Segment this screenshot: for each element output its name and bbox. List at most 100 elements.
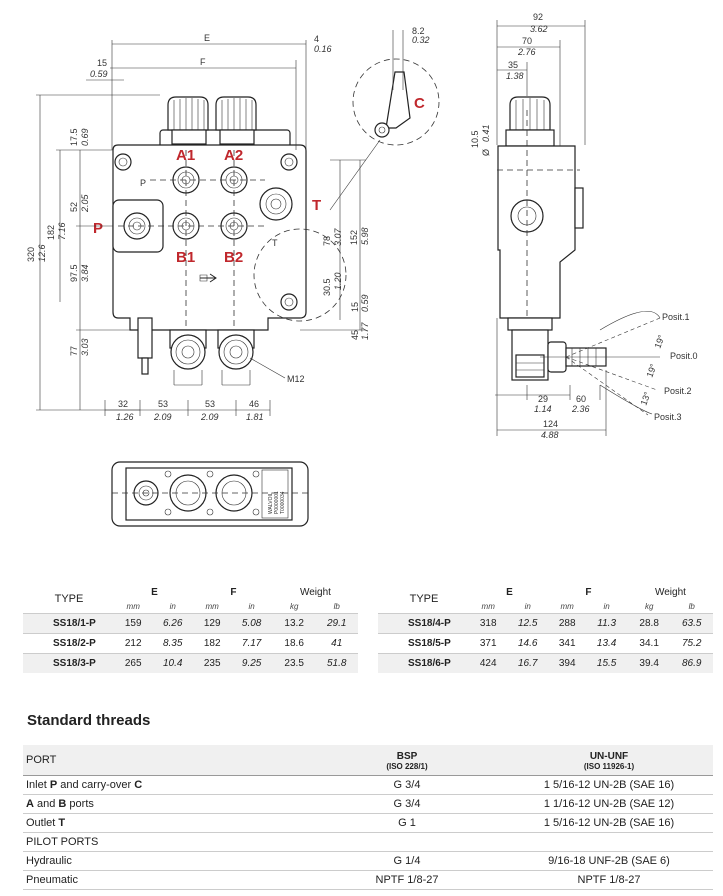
th-type: TYPE xyxy=(378,585,470,614)
cell: 129 xyxy=(193,613,231,634)
dim-1-26: 1.26 xyxy=(116,412,134,422)
table-row: Pneumatic NPTF 1/8-27 NPTF 1/8-27 xyxy=(23,870,713,890)
cell: 29.1 xyxy=(315,613,358,634)
port-text: Inlet xyxy=(26,779,50,791)
th-un-label: UN-UNF xyxy=(589,750,629,762)
th-un: UN-UNF (ISO 11926-1) xyxy=(505,745,713,776)
plate-line-2: P0000001 xyxy=(274,491,280,514)
th-unit: mm xyxy=(126,602,140,611)
cell-bsp: NPTF 1/8-27 xyxy=(309,870,505,890)
dim-30-5: 30.5 xyxy=(322,278,332,296)
cell-bsp: G 3/4 xyxy=(309,794,505,814)
cell-type: SS18/6-P xyxy=(378,653,470,673)
cell-un: 1 1/16-12 UN-2B (SAE 12) xyxy=(505,794,713,814)
table-row: SS18/4-P 318 12.5 288 11.3 28.8 63.5 xyxy=(378,613,713,634)
dim-29: 29 xyxy=(538,394,548,404)
cell: 394 xyxy=(548,653,586,673)
port-bold: T xyxy=(58,817,66,829)
th-unit: in xyxy=(603,602,610,611)
th-bsp-std: (ISO 228/1) xyxy=(386,761,428,771)
th-f: F xyxy=(548,585,628,600)
cell-un: NPTF 1/8-27 xyxy=(505,870,713,890)
label-posit-0: Posit.0 xyxy=(670,351,698,361)
dim-0-32: 0.32 xyxy=(412,35,430,45)
dim-0-69: 0.69 xyxy=(80,128,90,146)
cell-type: SS18/5-P xyxy=(378,633,470,654)
dim-2-76: 2.76 xyxy=(517,47,536,57)
table-row: Inlet P and carry-over C G 3/4 1 5/16-12… xyxy=(23,775,713,795)
dim-52: 52 xyxy=(69,202,79,212)
pilot-cap-1 xyxy=(167,96,209,145)
cell: 235 xyxy=(193,653,231,673)
dim-f: F xyxy=(200,57,206,67)
table-row: Outlet T G 1 1 5/16-12 UN-2B (SAE 16) xyxy=(23,813,713,833)
dim-8-2: 8.2 xyxy=(412,26,425,36)
port-text: Outlet xyxy=(26,817,59,829)
cell: 5.08 xyxy=(230,613,273,634)
dim-53-a: 53 xyxy=(158,399,168,409)
port-bold: C xyxy=(134,779,143,791)
cell-un: 9/16-18 UNF-2B (SAE 6) xyxy=(505,851,713,871)
th-un-std: (ISO 11926-1) xyxy=(583,761,635,771)
dim-46: 46 xyxy=(249,399,259,409)
dim-7-16: 7.16 xyxy=(57,222,67,240)
dim-4-88: 4.88 xyxy=(541,430,559,440)
cell-bsp: G 3/4 xyxy=(309,775,505,795)
port-bold: A xyxy=(26,798,34,810)
cell: 51.8 xyxy=(315,653,358,673)
cell: 86.9 xyxy=(670,653,713,673)
cell: 371 xyxy=(470,633,507,654)
cell: 341 xyxy=(548,633,586,654)
th-bsp-label: BSP xyxy=(396,750,418,762)
pilot-cap-2 xyxy=(215,96,257,145)
dim-3-03: 3.03 xyxy=(80,338,90,356)
dims-side: 92 3.62 70 2.76 35 1.38 10.5 0.41 Ø 29 1… xyxy=(470,12,607,440)
dim-3-84: 3.84 xyxy=(80,264,90,282)
th-unit: in xyxy=(169,602,176,611)
side-view: Posit.1 Posit.0 Posit.2 Posit.3 19° 19° … xyxy=(497,96,698,422)
cell: 8.35 xyxy=(151,633,194,654)
th-unit: in xyxy=(248,602,255,611)
section-title-standard-threads: Standard threads xyxy=(27,712,151,729)
table-row: SS18/5-P 371 14.6 341 13.4 34.1 75.2 xyxy=(378,633,713,654)
port-label-a2: A2 xyxy=(224,147,243,164)
cell-type: SS18/2-P xyxy=(23,633,115,654)
dims-bottom: 32 1.26 53 2.09 53 2.09 46 1.81 xyxy=(104,399,271,422)
dim-152: 152 xyxy=(349,230,359,245)
table-row: A and B ports G 3/4 1 1/16-12 UN-2B (SAE… xyxy=(23,794,713,814)
cell: 10.4 xyxy=(151,653,194,673)
cell: 34.1 xyxy=(627,633,671,654)
cell: 14.6 xyxy=(506,633,549,654)
cell: 212 xyxy=(115,633,152,654)
cell: 13.2 xyxy=(272,613,316,634)
cell: 424 xyxy=(470,653,507,673)
dim-2-05: 2.05 xyxy=(80,193,90,213)
port-label-t: T xyxy=(312,197,321,214)
cell-un: 1 5/16-12 UN-2B (SAE 16) xyxy=(505,775,713,795)
cell: 28.8 xyxy=(627,613,671,634)
dim-diameter-symbol: Ø xyxy=(481,149,491,156)
table-row: SS18/1-P 159 6.26 129 5.08 13.2 29.1 xyxy=(23,613,358,634)
dim-4: 4 xyxy=(314,34,319,44)
th-weight: Weight xyxy=(272,585,358,600)
dim-1-14: 1.14 xyxy=(534,404,552,414)
label-t-small: T xyxy=(272,238,278,248)
dim-320: 320 xyxy=(26,247,36,262)
dim-0-59-b: 0.59 xyxy=(360,294,370,312)
dims-right: 152 5.98 78 3.07 30.5 1.20 15 0.59 45 1.… xyxy=(300,159,370,340)
th-type: TYPE xyxy=(23,585,115,614)
cell-empty xyxy=(505,832,713,852)
type-table-right: TYPE E F Weight mm in mm in kg lb SS18/4… xyxy=(378,585,713,673)
th-unit: lb xyxy=(688,602,695,611)
cell: 6.26 xyxy=(151,613,194,634)
cell: 16.7 xyxy=(506,653,549,673)
table-row: SS18/2-P 212 8.35 182 7.17 18.6 41 xyxy=(23,633,358,654)
th-unit: kg xyxy=(289,602,299,611)
dim-97-5: 97.5 xyxy=(69,264,79,282)
cell: 13.4 xyxy=(585,633,628,654)
dim-10-5: 10.5 xyxy=(470,130,480,148)
cell-un: 1 5/16-12 UN-2B (SAE 16) xyxy=(505,813,713,833)
angle-13: 13° xyxy=(638,390,652,407)
cell-bsp: G 1 xyxy=(309,813,505,833)
table-row: SS18/3-P 265 10.4 235 9.25 23.5 51.8 xyxy=(23,653,358,673)
